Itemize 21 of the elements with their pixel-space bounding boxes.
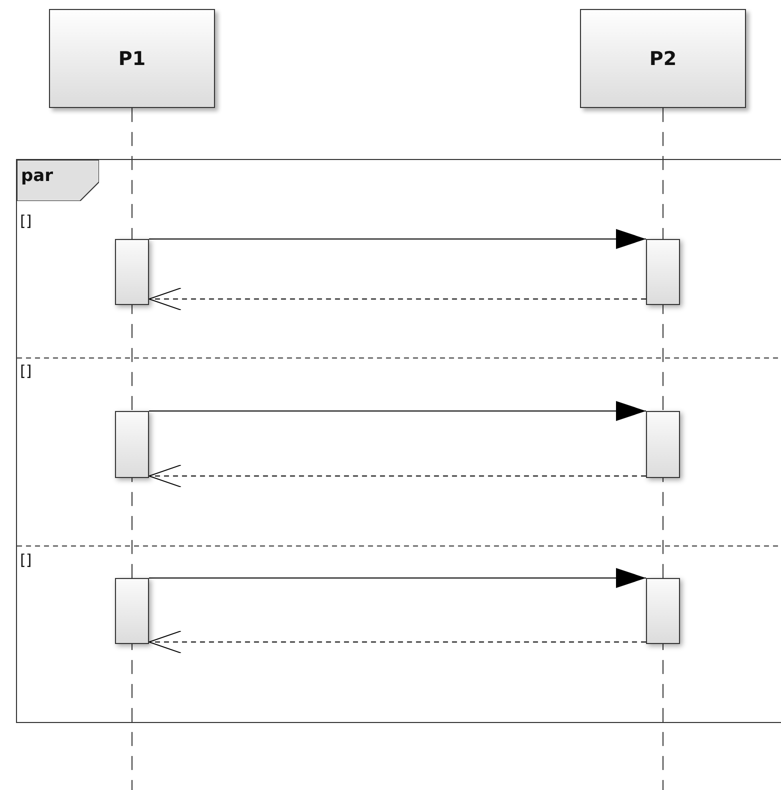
message-arrow xyxy=(148,401,646,421)
participant-name: P2 xyxy=(649,48,677,70)
activation-bar xyxy=(646,411,680,478)
return-message-arrow xyxy=(148,630,646,654)
fragment-operator: par xyxy=(21,166,54,186)
activation-bar xyxy=(115,578,149,644)
activation-bar xyxy=(646,578,680,644)
activation-bar xyxy=(646,239,680,305)
activation-bar xyxy=(115,239,149,305)
message-arrow xyxy=(148,229,646,249)
return-message-arrow xyxy=(148,464,646,488)
guard-condition: [] xyxy=(20,212,32,230)
return-message-arrow xyxy=(148,288,646,310)
guard-condition: [] xyxy=(20,362,32,380)
participant-box xyxy=(49,9,215,108)
participant-name: P1 xyxy=(118,48,146,70)
combined-fragment-frame xyxy=(16,159,781,723)
participant-box xyxy=(580,9,746,108)
activation-bar xyxy=(115,411,149,478)
message-arrow xyxy=(148,568,646,588)
guard-condition: [] xyxy=(20,551,32,569)
